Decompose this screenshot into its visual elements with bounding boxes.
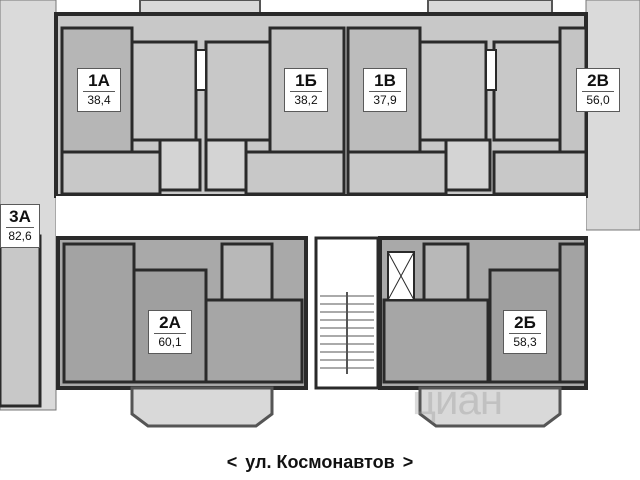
kitchen-2v <box>492 40 562 142</box>
chevron-left-icon: < <box>226 452 238 472</box>
apartment-label-3a[interactable]: 3А 82,6 <box>0 204 40 248</box>
chevron-right-icon: > <box>402 452 414 472</box>
bath-1v <box>444 138 492 192</box>
bath-2b <box>422 242 470 302</box>
street-name: ул. Космонавтов <box>245 452 395 472</box>
apartment-area: 58,3 <box>513 335 537 349</box>
room-3a <box>0 234 42 408</box>
bath-1b <box>204 138 248 192</box>
room-2b-right <box>558 242 588 384</box>
apartment-area: 56,0 <box>586 93 610 107</box>
watermark: циан <box>412 376 503 423</box>
apartment-number: 3А <box>6 205 34 228</box>
room-2a-left <box>62 242 136 384</box>
apartment-number: 2Б <box>509 311 541 334</box>
apartment-number: 1Б <box>290 69 322 92</box>
bath-2a <box>220 242 274 302</box>
hall-1a <box>60 150 162 196</box>
apartment-area: 60,1 <box>158 335 182 349</box>
kitchen-1b <box>204 40 272 142</box>
apartment-label-2b[interactable]: 2Б 58,3 <box>503 310 547 354</box>
corridor <box>56 196 586 236</box>
shaft-2 <box>485 49 497 91</box>
apartment-area: 38,2 <box>294 93 318 107</box>
adjacent-section-right <box>585 0 640 231</box>
stair-steps <box>320 292 374 374</box>
bath-1a <box>158 138 202 192</box>
apartment-number: 2В <box>582 69 614 92</box>
apartment-area: 82,6 <box>8 229 32 243</box>
shaft-1 <box>195 49 207 91</box>
apartment-label-1b[interactable]: 1Б 38,2 <box>284 68 328 112</box>
apartment-label-2a[interactable]: 2А 60,1 <box>148 310 192 354</box>
apartment-label-1a[interactable]: 1А 38,4 <box>77 68 121 112</box>
apartment-number: 1А <box>83 69 115 92</box>
floor-plan-drawing <box>0 0 640 428</box>
apartment-number: 1В <box>369 69 401 92</box>
hall-1b <box>244 150 346 196</box>
apartment-label-1v[interactable]: 1В 37,9 <box>363 68 407 112</box>
hall-1v <box>346 150 448 196</box>
apartment-area: 37,9 <box>373 93 397 107</box>
kitchen-1a <box>130 40 198 142</box>
kitchen-2b <box>382 298 490 384</box>
street-label: < ул. Космонавтов > <box>0 452 640 478</box>
hall-2v <box>492 150 588 196</box>
kitchen-1v <box>418 40 488 142</box>
kitchen-2a <box>204 298 304 384</box>
apartment-label-2v[interactable]: 2В 56,0 <box>576 68 620 112</box>
bay-window-left <box>130 386 274 428</box>
bay-window-right <box>418 386 562 428</box>
apartment-area: 38,4 <box>87 93 111 107</box>
apartment-number: 2А <box>154 311 186 334</box>
